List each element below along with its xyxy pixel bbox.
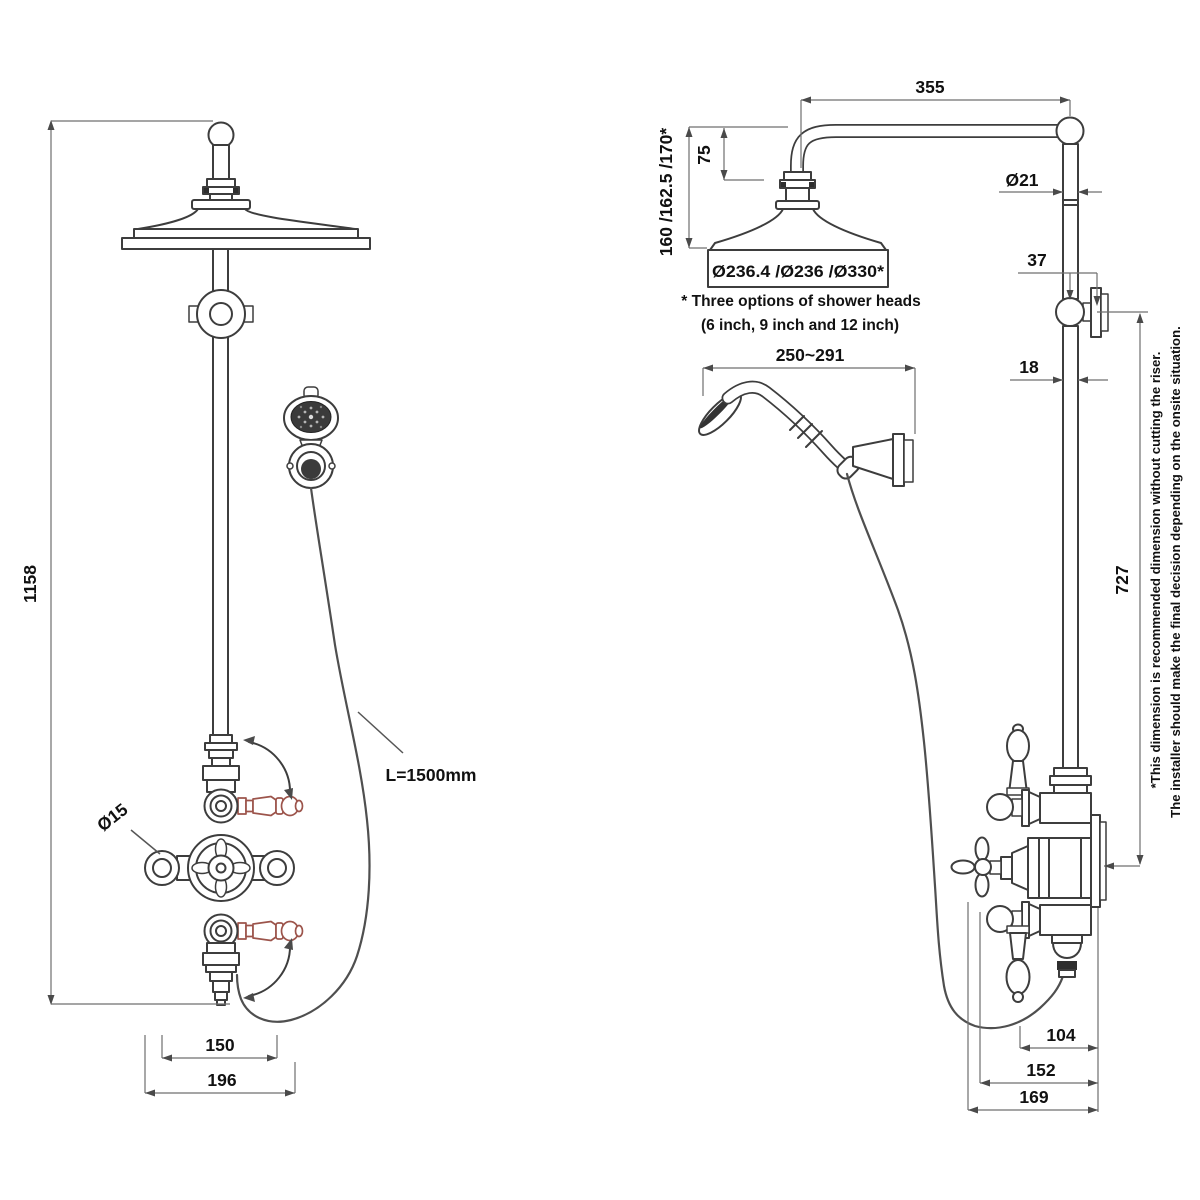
front-view — [121, 121, 371, 1023]
note-heads-line2: (6 inch, 9 inch and 12 inch) — [701, 317, 899, 334]
side-view — [698, 116, 1109, 1030]
label-head-dia-options: Ø236.4 /Ø236 /Ø330* — [712, 263, 885, 281]
hose-front — [235, 486, 371, 1023]
dim-arm-drop: 75 — [694, 145, 714, 165]
dim-height-total: 1158 — [20, 565, 40, 603]
riser-pipe-front-upper — [212, 248, 229, 292]
valve-side — [950, 723, 1107, 1003]
dim-arm-height-options: 160 /162.5 /170* — [656, 128, 676, 257]
lower-lever — [237, 920, 304, 942]
cross-handle-side — [950, 836, 1002, 898]
dim-valve-width: 196 — [207, 1070, 236, 1090]
label-hose-length: L=1500mm — [386, 765, 477, 785]
shower-arm-front — [202, 121, 240, 201]
riser-elbow-ball — [1055, 116, 1085, 146]
upper-lever — [237, 795, 304, 817]
handset-side — [698, 380, 914, 487]
dim-total-depth: 169 — [1019, 1087, 1048, 1107]
dim-riser-lower: 727 — [1112, 565, 1132, 594]
labels: 1158 150 196 Ø15 L=1500mm 355 160 /162.5… — [20, 77, 1183, 1107]
riser-pipe-front-lower — [212, 335, 229, 737]
dim-body-depth: 152 — [1026, 1060, 1055, 1080]
cross-hub — [187, 834, 255, 902]
label-inlet-dia: Ø15 — [93, 799, 132, 835]
dim-hose-offset: 104 — [1046, 1025, 1075, 1045]
dimension-lines — [47, 96, 1148, 1114]
note-riser-line2: The installer should make the final deci… — [1168, 326, 1183, 818]
dim-arm-projection: 355 — [915, 77, 944, 97]
shower-arm-side — [790, 124, 1069, 180]
shower-head-front — [121, 199, 371, 250]
dim-riser-width: 18 — [1019, 357, 1039, 377]
hose-side — [845, 472, 1065, 1030]
wall-bracket-front — [188, 289, 254, 339]
shower-head-side — [707, 171, 889, 288]
note-riser-line1: *This dimension is recommended dimension… — [1148, 352, 1163, 789]
dim-inlet-centers: 150 — [205, 1035, 234, 1055]
dim-bracket-offset: 37 — [1027, 250, 1046, 270]
dim-riser-dia: Ø21 — [1005, 170, 1038, 190]
handset-front — [283, 386, 339, 489]
riser-pipe-side — [1062, 143, 1079, 769]
dim-handset-projection: 250~291 — [776, 345, 845, 365]
valve-front — [144, 734, 304, 1006]
note-heads-line1: * Three options of shower heads — [681, 293, 920, 310]
